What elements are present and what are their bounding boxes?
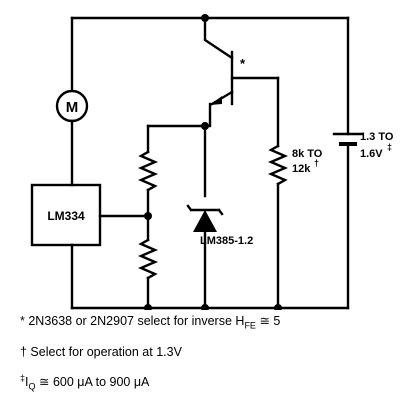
battery-label-2: 1.6V	[360, 148, 383, 160]
lm385-label: LM385-1.2	[200, 235, 253, 247]
motor-label: M	[66, 99, 79, 116]
transistor-arrow	[210, 96, 222, 105]
junction-ref-bottom	[201, 304, 209, 310]
footnote-current: ‡IQ ≅ 600 μA to 900 μA	[20, 365, 280, 400]
footnote-resistor: † Select for operation at 1.3V	[20, 344, 182, 359]
battery-label-1: 1.3 TO	[360, 131, 394, 143]
junction-divider-bottom	[144, 304, 152, 310]
footnotes: * 2N3638 or 2N2907 select for inverse HF…	[20, 308, 280, 399]
footnote-1-suffix: ≅ 5	[259, 314, 281, 328]
footnote-3-sub: Q	[28, 381, 36, 392]
lm385-bar	[186, 204, 224, 216]
lm385-diode	[193, 210, 217, 232]
resistor-right	[267, 144, 289, 186]
footnote-3-i: I	[25, 374, 29, 389]
footnote-3-text: ≅ 600 μA to 900 μA	[39, 374, 150, 389]
resistor-right-label-2: 12k	[292, 163, 311, 175]
circuit-schematic: M LM334 * LM385-1.2 8k TO 12k † 1.3 TO 1…	[30, 14, 394, 310]
wire-transistor-top	[203, 16, 234, 60]
resistor-right-label-1: 8k TO	[292, 148, 323, 160]
battery-label-mark: ‡	[387, 142, 392, 152]
junction-top-rail	[201, 14, 209, 22]
transistor-asterisk: *	[240, 56, 246, 71]
resistor-right-label-mark: †	[314, 158, 319, 168]
footnote-3-mark: ‡	[20, 372, 26, 383]
lm334-label: LM334	[47, 209, 85, 223]
footnote-transistor: * 2N3638 or 2N2907 select for inverse HF…	[20, 308, 280, 339]
footnote-1-sub: FE	[244, 320, 256, 331]
resistor-lower	[137, 238, 159, 280]
junction-rres-bottom	[274, 304, 282, 310]
resistor-upper	[137, 150, 159, 192]
junction-divider	[144, 212, 152, 220]
footnote-1-prefix: * 2N3638 or 2N2907 select for inverse H	[20, 314, 245, 328]
